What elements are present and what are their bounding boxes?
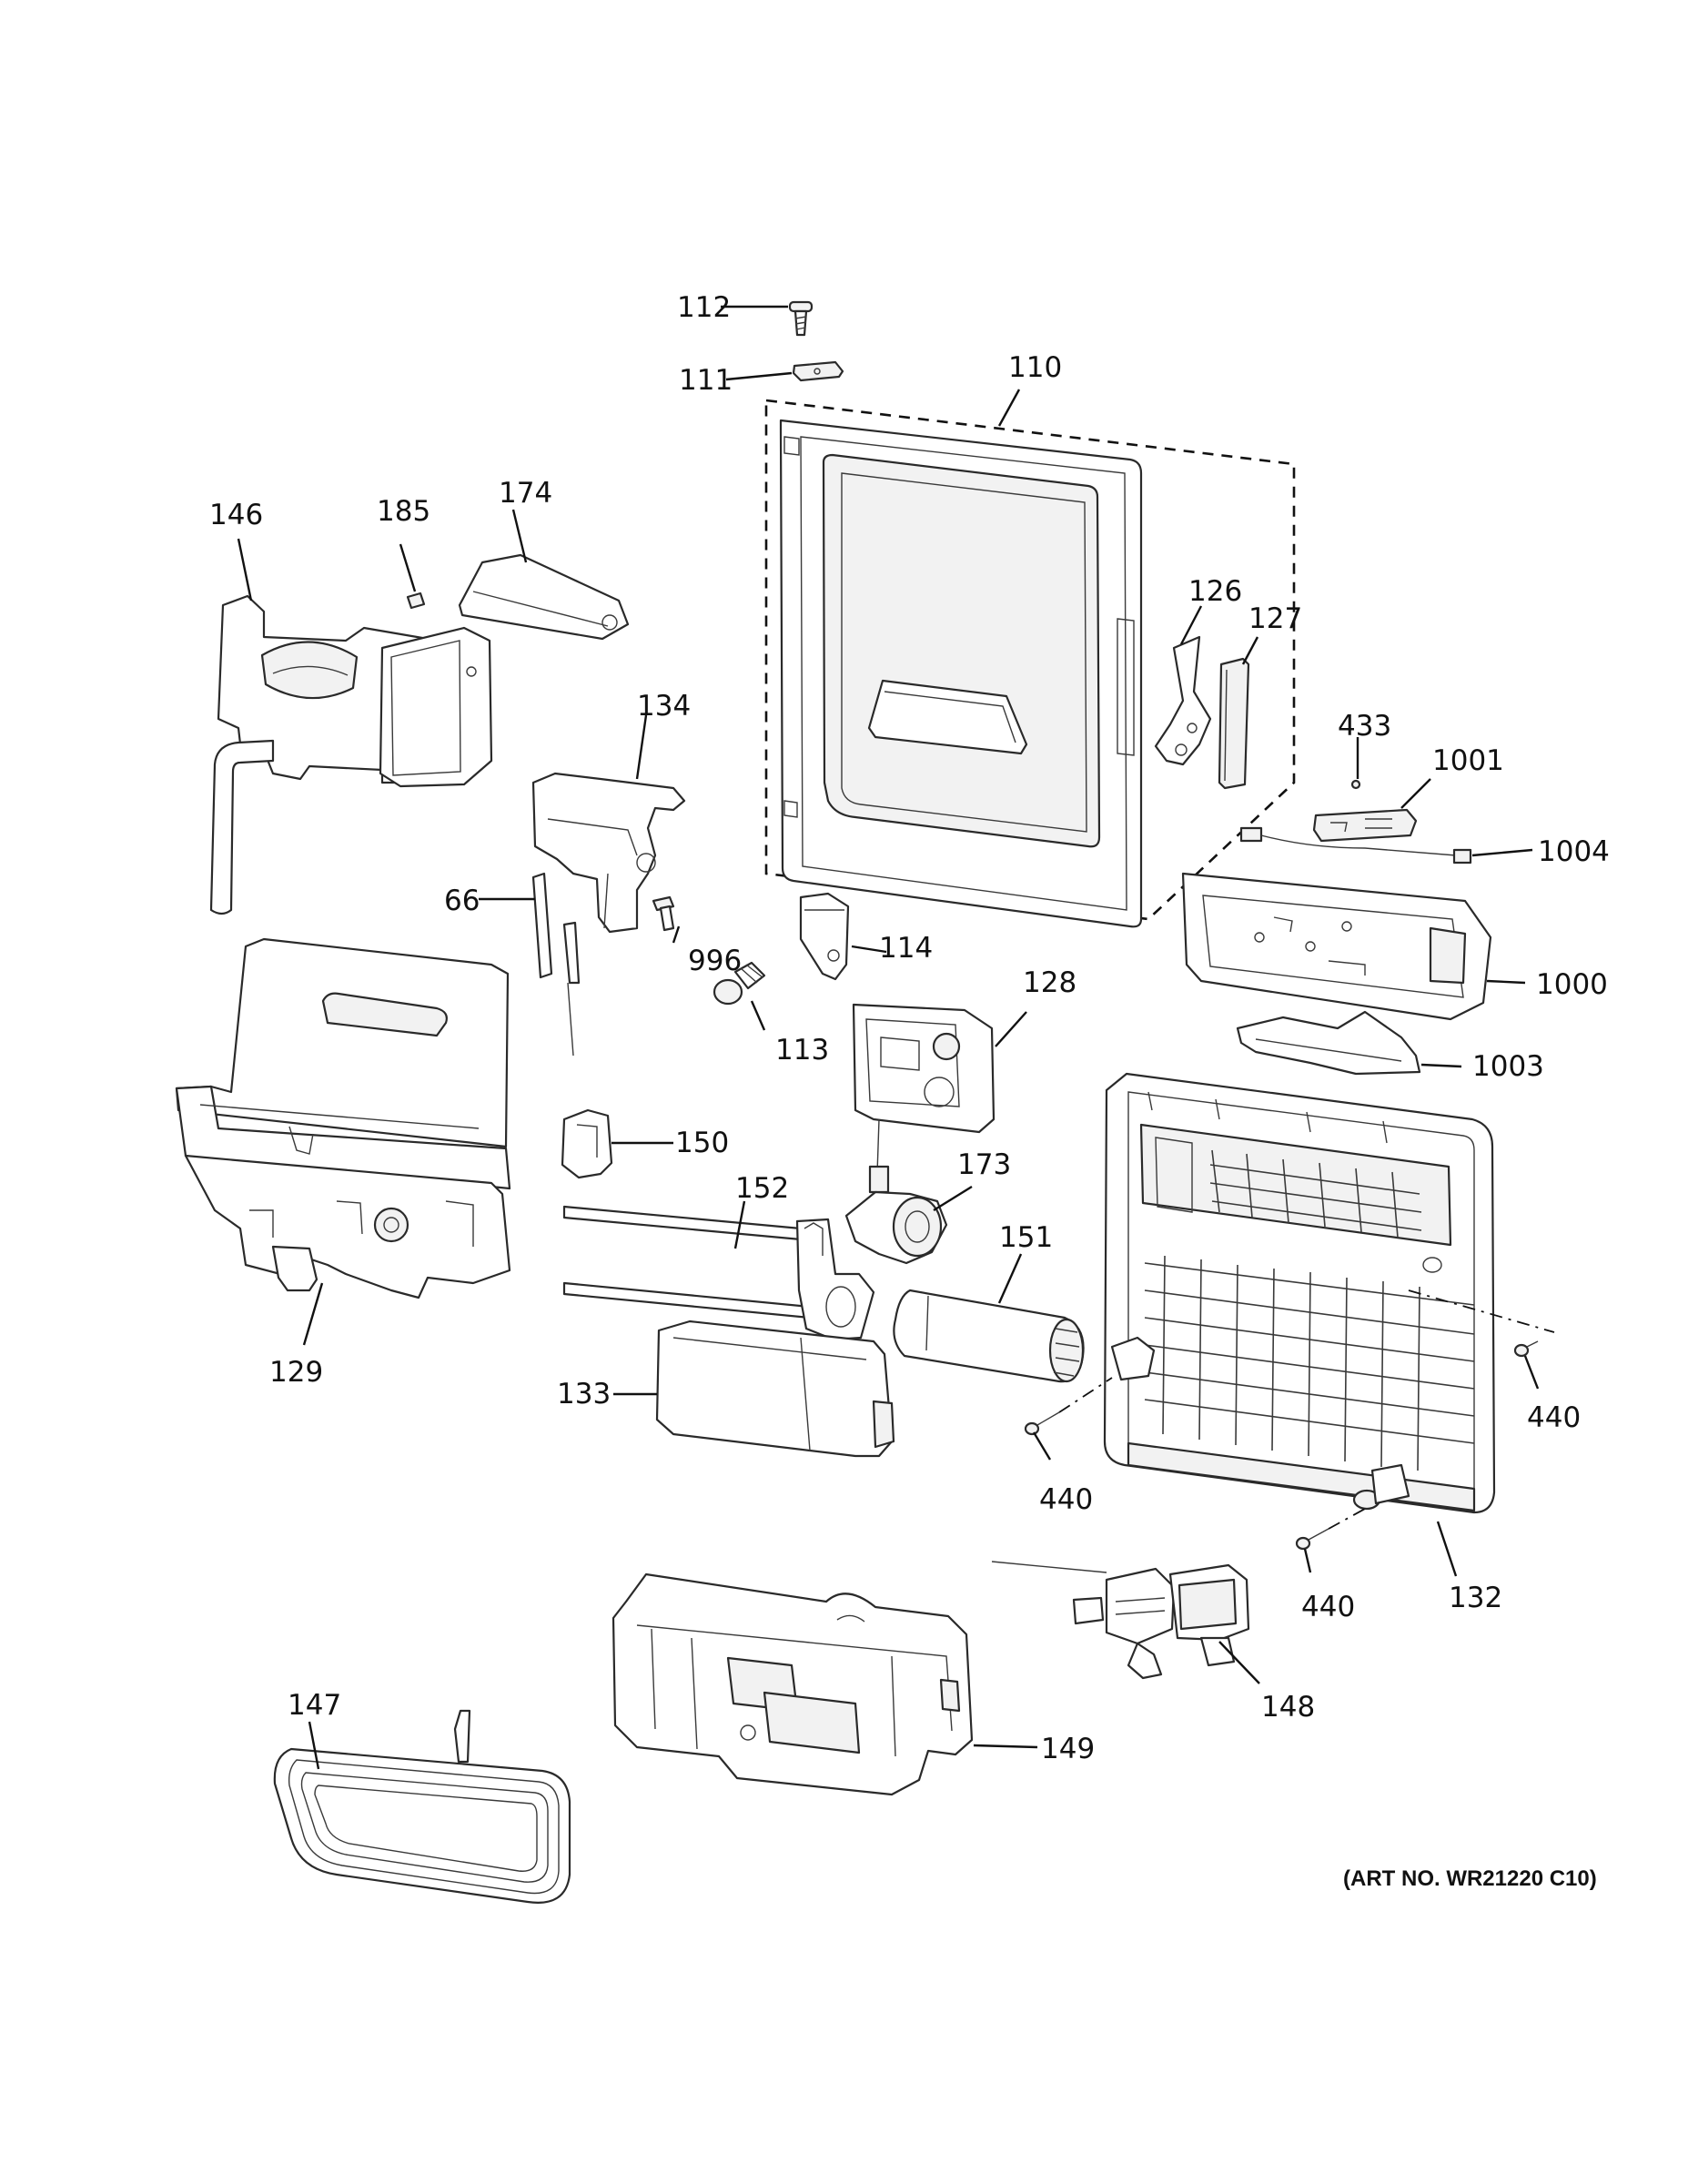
label-151: 151 <box>999 1221 1053 1254</box>
part-132-frame[interactable] <box>1103 1072 1496 1514</box>
label-150: 150 <box>675 1127 729 1159</box>
part-440-screw-c[interactable] <box>1295 1528 1329 1551</box>
part-112-screw[interactable] <box>788 300 814 337</box>
leader-lines <box>237 305 1540 1770</box>
label-129: 129 <box>269 1356 323 1389</box>
label-173: 173 <box>957 1148 1011 1181</box>
part-152-rods[interactable] <box>562 1205 875 1341</box>
part-114-hinge[interactable] <box>799 892 850 981</box>
part-1000-housing[interactable] <box>1181 872 1492 1021</box>
label-114: 114 <box>879 932 933 965</box>
label-66: 66 <box>444 885 480 917</box>
label-134: 134 <box>637 690 691 723</box>
part-147-tubing[interactable] <box>273 1709 571 1904</box>
label-148: 148 <box>1261 1691 1315 1724</box>
label-112: 112 <box>677 291 731 324</box>
part-134-bracket[interactable] <box>531 772 686 934</box>
label-128: 128 <box>1023 966 1076 999</box>
part-148-valve[interactable] <box>991 1561 1250 1680</box>
part-1003-guide[interactable] <box>1236 1010 1421 1076</box>
part-1001-board[interactable] <box>1312 808 1418 843</box>
label-110: 110 <box>1008 351 1062 384</box>
part-433-screw[interactable] <box>1350 779 1361 790</box>
part-149-bracket[interactable] <box>612 1572 974 1796</box>
part-1004-harness[interactable] <box>1239 826 1472 864</box>
part-146-auger-motor[interactable] <box>209 594 493 915</box>
label-440-b: 440 <box>1527 1401 1581 1434</box>
part-128-control[interactable] <box>852 1003 996 1194</box>
part-133-cover[interactable] <box>655 1320 895 1458</box>
label-440-c: 440 <box>1301 1591 1355 1623</box>
part-127-cover[interactable] <box>1218 657 1250 790</box>
label-111: 111 <box>679 364 733 397</box>
part-185-screw[interactable] <box>406 592 426 610</box>
label-146: 146 <box>209 499 263 531</box>
part-440-screw-a[interactable] <box>1024 1411 1060 1436</box>
part-151-filter[interactable] <box>893 1289 1085 1383</box>
label-1004: 1004 <box>1538 835 1610 868</box>
label-440-a: 440 <box>1039 1483 1093 1516</box>
part-129-ice-bucket[interactable] <box>175 937 511 1299</box>
label-996: 996 <box>688 945 742 977</box>
label-1001: 1001 <box>1432 744 1504 777</box>
screw-alignment-line <box>1058 1289 1555 1530</box>
part-440-screw-b[interactable] <box>1513 1340 1539 1358</box>
label-174: 174 <box>499 477 552 510</box>
part-996-screw[interactable] <box>652 895 675 932</box>
label-152: 152 <box>735 1172 789 1205</box>
label-433: 433 <box>1338 710 1391 743</box>
art-number: (ART NO. WR21220 C10) <box>1343 1866 1597 1891</box>
part-150-clip[interactable] <box>561 1108 613 1179</box>
callout-labels: 112 111 110 146 185 174 126 127 134 433 … <box>209 291 1610 1891</box>
label-127: 127 <box>1248 602 1302 635</box>
label-149: 149 <box>1041 1733 1095 1765</box>
part-66-rod[interactable] <box>531 872 581 1057</box>
label-132: 132 <box>1449 1582 1502 1614</box>
label-126: 126 <box>1188 575 1242 608</box>
label-1003: 1003 <box>1472 1050 1544 1083</box>
part-113-screw[interactable] <box>713 961 766 1006</box>
label-147: 147 <box>288 1689 341 1722</box>
part-110-door-assembly[interactable] <box>764 399 1296 928</box>
label-113: 113 <box>775 1034 829 1067</box>
part-126-latch[interactable] <box>1154 635 1212 766</box>
part-174-cover[interactable] <box>458 553 630 641</box>
label-185: 185 <box>377 495 430 528</box>
label-1000: 1000 <box>1536 968 1608 1001</box>
part-111-bracket[interactable] <box>792 360 844 382</box>
part-173-coupler[interactable] <box>844 1190 948 1265</box>
label-133: 133 <box>557 1378 611 1410</box>
